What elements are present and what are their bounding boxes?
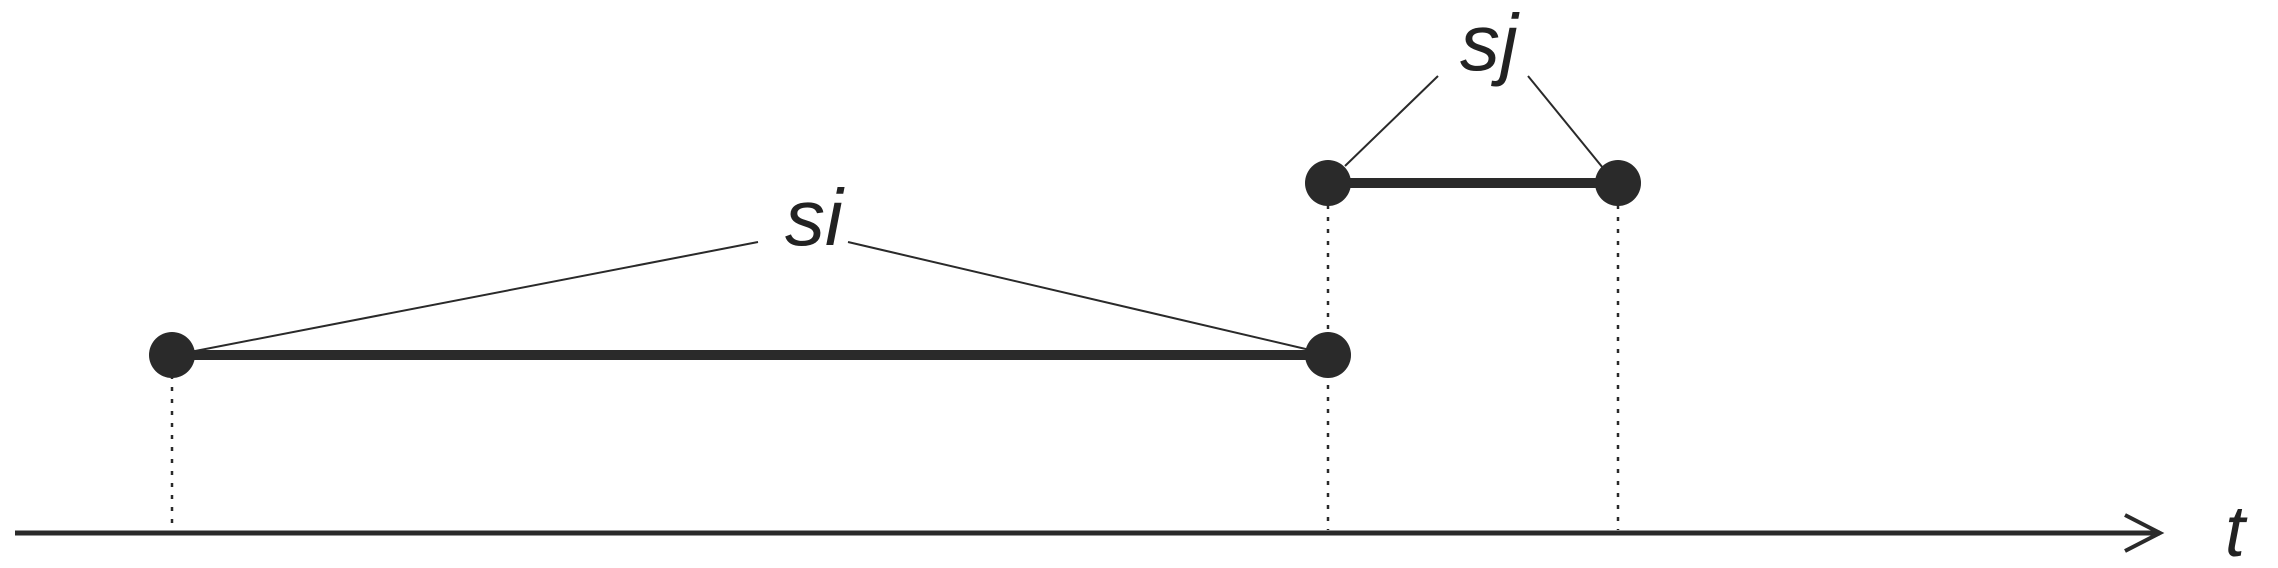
interval-si-leader-left bbox=[189, 241, 759, 353]
interval-sj-start-point bbox=[1305, 160, 1351, 206]
interval-sj-label: sj bbox=[1460, 0, 1520, 87]
interval-sj-leader-left bbox=[1344, 75, 1439, 167]
interval-si-label: si bbox=[785, 173, 845, 262]
interval-sj-leader-right bbox=[1527, 75, 1604, 169]
interval-sj-end-point bbox=[1595, 160, 1641, 206]
interval-si-start-point bbox=[149, 332, 195, 378]
interval-si-leader-right bbox=[847, 241, 1311, 351]
interval-si-end-point bbox=[1305, 332, 1351, 378]
time-axis-arrowhead bbox=[2124, 513, 2165, 553]
time-axis-label: t bbox=[2225, 492, 2248, 568]
